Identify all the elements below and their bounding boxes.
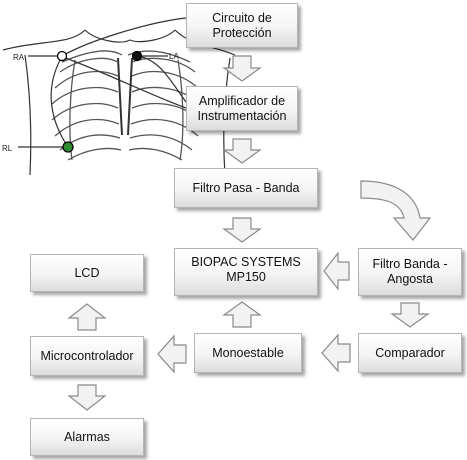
lead-la [137, 55, 187, 103]
filtro-pasa-banda-label: Filtro Pasa - Banda [192, 180, 300, 195]
alarmas-label: Alarmas [64, 429, 110, 444]
comparador-label: Comparador [375, 345, 445, 360]
ra-label: RA [13, 53, 25, 62]
microcontrolador-label: Microcontrolador [40, 348, 134, 363]
la-electrode [131, 50, 143, 62]
filtro-banda-angosta-label: Filtro Banda - Angosta [372, 257, 448, 286]
block-comparador: Comparador [358, 333, 462, 373]
rl-electrode [62, 141, 74, 153]
lead-wires [18, 17, 187, 148]
la-label: LA [169, 52, 179, 61]
block-microcontrolador: Microcontrolador [30, 336, 144, 376]
biopac-label: BIOPAC SYSTEMS MP150 [191, 255, 301, 284]
lcd-label: LCD [74, 265, 100, 280]
circuito-label: Circuito de Protección [212, 10, 272, 40]
block-lcd: LCD [30, 254, 144, 292]
block-circuito-proteccion: Circuito de Protección [186, 3, 298, 48]
amplificador-label: Amplificador de Instrumentación [197, 93, 287, 123]
block-biopac: BIOPAC SYSTEMS MP150 [174, 248, 318, 296]
block-filtro-banda-angosta: Filtro Banda - Angosta [358, 248, 462, 296]
block-alarmas: Alarmas [30, 418, 144, 456]
lead-ra [61, 17, 187, 57]
block-monoestable: Monoestable [194, 333, 302, 373]
ra-electrode [56, 50, 68, 62]
monoestable-label: Monoestable [212, 345, 284, 360]
block-amplificador: Amplificador de Instrumentación [186, 86, 298, 131]
block-filtro-pasa-banda: Filtro Pasa - Banda [174, 168, 318, 208]
lead-rl [50, 59, 69, 148]
lead-ra-amp [59, 55, 187, 109]
rl-label: RL [2, 144, 13, 153]
